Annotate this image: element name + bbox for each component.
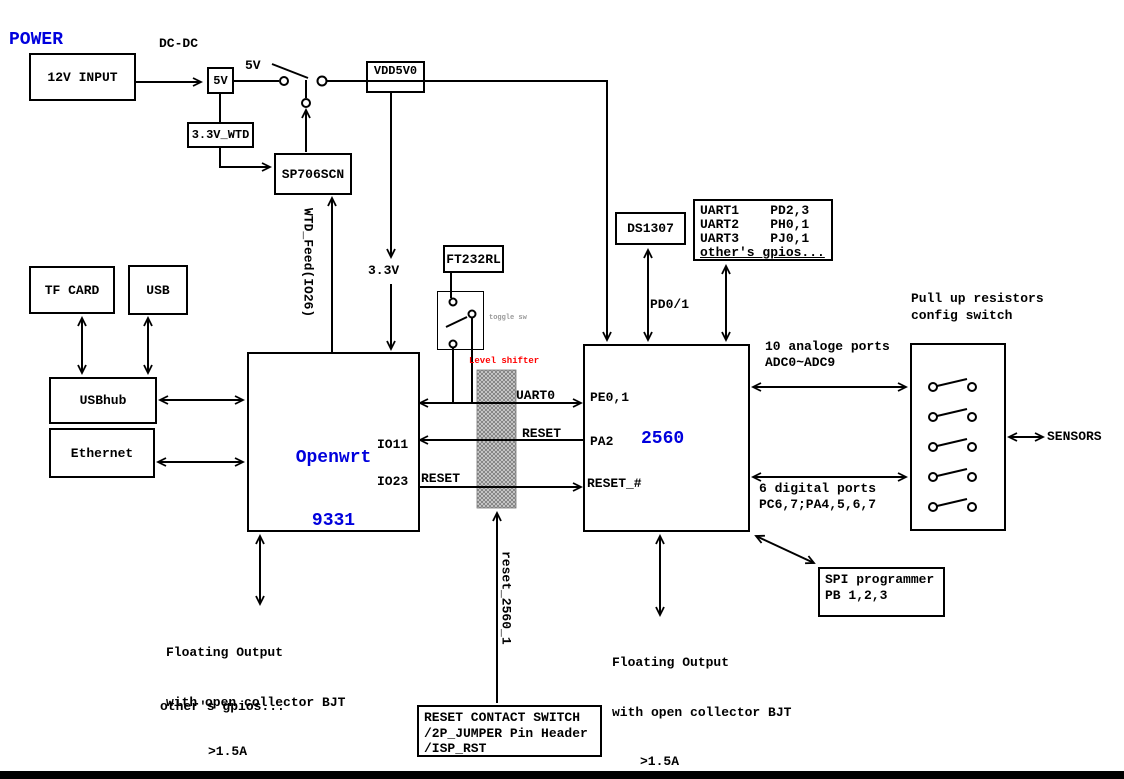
- box-ft232rl: FT232RL: [443, 245, 504, 273]
- toggle-switch-contacts: [448, 297, 477, 349]
- other-gpios-left-label: other's gpios...: [160, 699, 285, 714]
- pullup-config-switches: [928, 378, 977, 512]
- reset-contact-line1: RESET CONTACT SWITCH: [424, 710, 581, 725]
- uart1-row: UART1 PD2,3: [700, 203, 810, 218]
- digital-ports-line1: 6 digital ports: [759, 481, 877, 496]
- analog-ports-line1: 10 analoge ports: [765, 339, 890, 354]
- box-vdd5v0: VDD5V0: [366, 61, 425, 93]
- reset-2560-1-label: reset_2560_1: [498, 551, 514, 645]
- io23-pin-label: IO23: [377, 474, 409, 489]
- openwrt-title-line2: 9331: [311, 511, 356, 531]
- reset-pa2-label: RESET: [522, 426, 562, 441]
- label-ds1307: DS1307: [627, 221, 674, 236]
- box-reset-contact-switch: RESET CONTACT SWITCH /2P_JUMPER Pin Head…: [417, 705, 602, 757]
- box-usbhub: USBhub: [49, 377, 157, 424]
- uart2-row: UART2 PH0,1: [700, 217, 810, 232]
- uart3-row: UART3 PJ0,1: [700, 231, 810, 246]
- openwrt-title: Openwrt 9331: [247, 406, 420, 574]
- box-2560: [583, 344, 750, 532]
- pullup-caption-line2: config switch: [911, 308, 1013, 323]
- dcdc-label: DC-DC: [159, 36, 199, 51]
- floating-left-line2: with open collector BJT: [166, 694, 346, 710]
- reset-contact-line3: /ISP_RST: [424, 741, 487, 756]
- power-title: POWER: [9, 30, 64, 50]
- openwrt-title-line1: Openwrt: [295, 448, 372, 468]
- uart0-label: UART0: [516, 388, 556, 403]
- label-ft232rl: FT232RL: [446, 251, 501, 267]
- label-tf-card: TF CARD: [44, 282, 100, 298]
- label-ethernet: Ethernet: [70, 445, 134, 461]
- label-12v-input: 12V INPUT: [47, 69, 118, 85]
- box-12v-input: 12V INPUT: [29, 53, 136, 101]
- label-5v-regulator: 5V: [213, 73, 228, 88]
- box-pullup-switches: [910, 343, 1006, 531]
- reset-io23-label: RESET: [421, 471, 461, 486]
- rail-3v3-label: 3.3V: [368, 263, 400, 278]
- box-ds1307: DS1307: [615, 212, 686, 245]
- floating-right-line2: with open collector BJT: [612, 704, 792, 720]
- reset-n-pin-label: RESET_#: [587, 476, 642, 491]
- box-5v-regulator: 5V: [207, 67, 234, 94]
- box-spi-programmer: SPI programmer PB 1,2,3: [818, 567, 945, 617]
- bottom-bar: [0, 771, 1124, 779]
- power-switch-contacts: [279, 75, 328, 108]
- wires: [82, 63, 1043, 703]
- floating-left-line1: Floating Output: [166, 645, 284, 660]
- spi-programmer-line2: PB 1,2,3: [825, 588, 888, 603]
- floating-left-line3: >1.5A: [208, 744, 248, 759]
- pa2-pin-label: PA2: [590, 434, 614, 449]
- analog-ports-line2: ADC0~ADC9: [765, 355, 836, 370]
- floating-right-line1: Floating Output: [612, 655, 730, 670]
- io11-pin-label: IO11: [377, 437, 409, 452]
- label-3v3-wtd: 3.3V_WTD: [191, 128, 250, 142]
- other-gpios-row: other's gpios...: [700, 245, 825, 260]
- label-sp706scn: SP706SCN: [281, 166, 345, 182]
- wtd-feed-label: WTD_Feed(IO26): [300, 208, 316, 318]
- spi-programmer-line1: SPI programmer: [825, 572, 935, 587]
- label-usbhub: USBhub: [79, 393, 127, 408]
- box-3v3-wtd: 3.3V_WTD: [187, 122, 254, 148]
- digital-ports-line2: PC6,7;PA4,5,6,7: [759, 497, 877, 512]
- floating-output-left: Floating Output with open collector BJT …: [166, 612, 353, 779]
- floating-right-line3: >1.5A: [640, 754, 680, 769]
- box-usb: USB: [128, 265, 188, 315]
- box-toggle-switch: [437, 291, 484, 350]
- level-shifter-label: Level shifter: [469, 356, 540, 366]
- sensors-label: SENSORS: [1047, 429, 1102, 444]
- box-openwrt-9331: [247, 352, 420, 532]
- box-ethernet: Ethernet: [49, 428, 155, 478]
- pd01-label: PD0/1: [650, 297, 690, 312]
- reset-contact-line2: /2P_JUMPER Pin Header: [424, 725, 588, 741]
- pe01-pin-label: PE0,1: [590, 390, 630, 405]
- rail-5v-label: 5V: [245, 58, 261, 73]
- floating-output-right: Floating Output with open collector BJT …: [612, 622, 791, 779]
- mcu-2560-title: 2560: [641, 429, 685, 449]
- box-sp706scn: SP706SCN: [274, 153, 352, 195]
- box-uart-gpios: UART1 PD2,3 UART2 PH0,1 UART3 PJ0,1 othe…: [693, 199, 833, 261]
- label-usb: USB: [146, 282, 170, 298]
- pullup-caption-line1: Pull up resistors: [911, 291, 1044, 306]
- label-vdd5v0: VDD5V0: [373, 64, 418, 78]
- toggle-sw-label: toggle sw: [489, 314, 527, 322]
- box-tf-card: TF CARD: [29, 266, 115, 314]
